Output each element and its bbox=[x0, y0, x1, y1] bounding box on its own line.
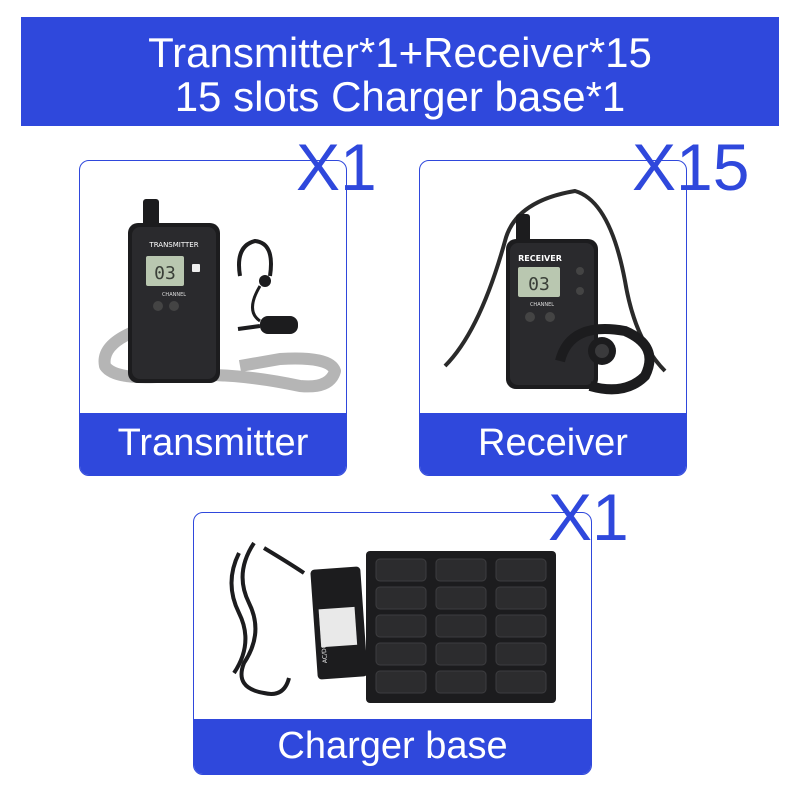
charger-label: Charger base bbox=[194, 719, 591, 774]
title-banner: Transmitter*1+Receiver*15 15 slots Charg… bbox=[21, 17, 779, 126]
receiver-qty: X15 bbox=[632, 130, 750, 204]
transmitter-label: Transmitter bbox=[80, 413, 346, 475]
charger-image: AC/DC ADAPTER bbox=[194, 513, 591, 719]
transmitter-qty: X1 bbox=[296, 130, 377, 204]
receiver-image: RECEIVER 03 CHANNEL bbox=[420, 161, 686, 409]
receiver-channel-text: CHANNEL bbox=[530, 302, 554, 308]
adapter-text: AC/DC ADAPTER bbox=[319, 614, 329, 663]
title-line-1: Transmitter*1+Receiver*15 bbox=[148, 29, 652, 76]
transmitter-card: TRANSMITTER 03 CHANNEL Transmitter bbox=[79, 160, 347, 476]
title-line-2: 15 slots Charger base*1 bbox=[174, 73, 626, 120]
receiver-card: RECEIVER 03 CHANNEL Receiver bbox=[419, 160, 687, 476]
transmitter-device-text: TRANSMITTER bbox=[148, 241, 198, 249]
charger-qty: X1 bbox=[548, 480, 629, 554]
receiver-label: Receiver bbox=[420, 413, 686, 475]
transmitter-channel-text: CHANNEL bbox=[162, 292, 186, 298]
receiver-device-text: RECEIVER bbox=[518, 254, 562, 263]
receiver-lcd-text: 03 bbox=[528, 274, 550, 295]
transmitter-image: TRANSMITTER 03 CHANNEL bbox=[80, 161, 346, 409]
transmitter-lcd-text: 03 bbox=[154, 263, 176, 284]
charger-card: AC/DC ADAPTER Charger base bbox=[193, 512, 592, 775]
